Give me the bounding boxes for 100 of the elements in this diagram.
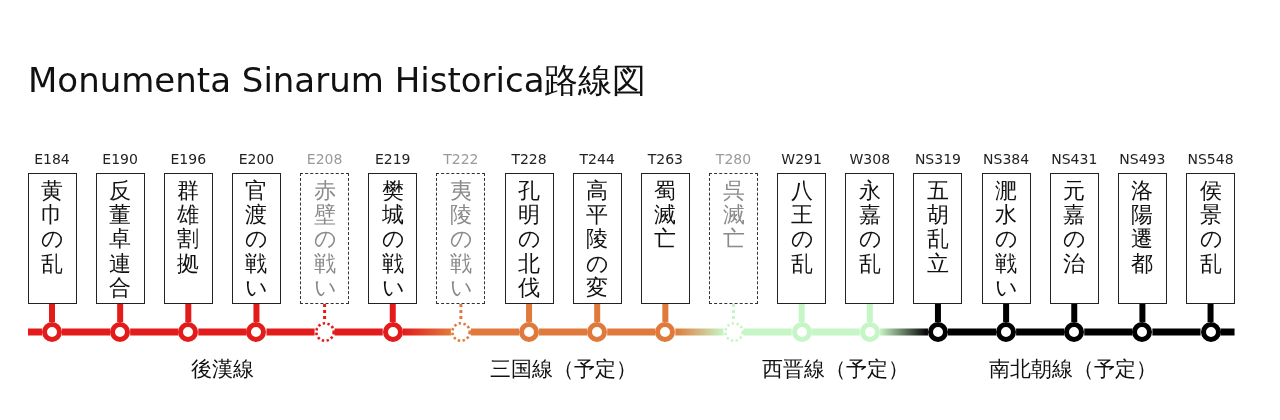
station-code: E219 [374,151,411,168]
station-name: 元嘉の治 [1063,179,1086,276]
connector-line [866,304,873,322]
station-box [845,173,895,304]
station-box [709,173,758,304]
route-line [402,328,451,336]
station-name: 樊城の戦い [381,179,404,300]
station-box [1049,173,1099,304]
station-name: 高平陵の変 [586,179,609,300]
station-box [981,173,1031,304]
station-code: T244 [579,151,615,168]
station-code: NS493 [1119,151,1166,168]
station-box [95,173,145,304]
station-name: 侯景の乱 [1199,179,1222,276]
station-name: 五胡乱立 [926,179,949,276]
station-name: 反董卓連合 [109,179,132,300]
station-marker-icon [519,322,540,342]
station-name: 赤壁の戦い [313,179,336,300]
station-marker-icon [1200,322,1221,342]
connector-line [1003,304,1010,322]
station-code: E184 [34,151,70,168]
station-box [163,173,213,304]
station-box [436,173,486,304]
station-marker-icon [314,322,335,342]
station-marker-icon [246,322,267,342]
station-marker-icon [178,322,199,342]
connector-line [459,304,463,322]
station-marker-icon [996,322,1017,342]
station-name: 淝水の戦い [995,179,1018,300]
station-box [572,173,622,304]
connector-line [49,304,55,322]
connector-line [117,304,124,322]
station-box [368,173,418,304]
station-name: 八王の乱 [790,179,813,276]
route-line [947,328,997,336]
station-code: NS431 [1051,151,1098,168]
station-code: T222 [443,151,479,168]
station-box [640,173,690,304]
station-name: 永嘉の乱 [858,179,881,276]
station-box [231,173,281,304]
station-marker-icon [723,322,744,342]
connector-line [323,304,327,322]
station-marker-icon [110,322,131,342]
connector-line [934,304,941,322]
station-code: T263 [647,151,683,168]
station-name: 黄巾の乱 [41,179,63,276]
connector-line [662,304,669,322]
line-name: 西晋線（予定） [761,357,909,383]
station-code: W308 [849,151,891,168]
route-line [675,328,724,336]
station-box [777,173,827,304]
station-code: E208 [306,151,343,168]
station-code: E196 [170,151,207,168]
station-marker-icon [1132,322,1153,342]
station-code: W291 [781,151,822,168]
station-marker-icon [382,322,403,342]
station-code: NS548 [1187,151,1234,168]
station-box [300,173,350,304]
connector-line [185,304,192,322]
station-marker-icon [42,322,62,342]
station-code: NS384 [983,151,1030,168]
line-name: 後漢線 [190,357,254,383]
diagram-title: Monumenta Sinarum Historica路線図 [28,60,647,101]
connector-line [1139,304,1146,322]
station-marker-icon [859,322,880,342]
station-marker-icon [927,322,948,342]
station-marker-icon [1064,322,1085,342]
station-marker-icon [791,322,812,342]
station-code: NS319 [914,151,961,168]
connector-line [253,304,260,322]
station-box [27,173,77,304]
line-name: 三国線（予定） [489,357,637,383]
station-name: 洛陽遷都 [1131,179,1154,276]
station-name: 蜀滅亡 [654,179,677,252]
connector-line [389,304,396,322]
connector-line [594,304,601,322]
connector-line [1207,304,1214,322]
station-name: 官渡の戦い [245,179,268,300]
route-line [879,328,928,336]
station-name: 呉滅亡 [722,179,745,252]
station-name: 群雄割拠 [177,179,200,276]
station-marker-icon [655,322,676,342]
station-code: E200 [238,151,275,168]
connector-line [732,304,735,322]
connector-line [1071,304,1078,322]
route-line [470,328,520,336]
station-name: 孔明の北伐 [518,179,541,300]
station-box [1186,173,1236,304]
station-box [1117,173,1167,304]
station-box [504,173,554,304]
connector-line [526,304,533,322]
station-name: 夷陵の戦い [449,179,472,300]
station-box [913,173,963,304]
connector-line [798,304,805,322]
station-code: T280 [715,151,752,168]
station-marker-icon [450,322,471,342]
station-code: T228 [511,151,547,168]
line-name: 南北朝線（予定） [989,357,1157,383]
station-code: E190 [102,151,138,168]
station-marker-icon [587,322,608,342]
